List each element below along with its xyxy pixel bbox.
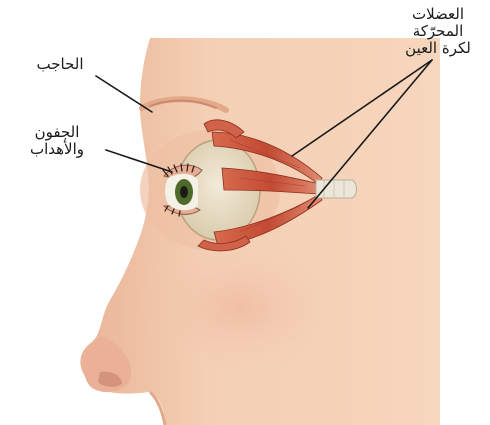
eye-muscles-label-line-1: العضلات — [388, 6, 488, 23]
optic-nerve — [316, 180, 357, 198]
eyelids-label-line-1: الجفون — [8, 124, 106, 141]
eyelids-label: الجفون والأهداب — [8, 124, 106, 158]
eyelids-label-line-2: والأهداب — [8, 141, 106, 158]
eye-muscles-label-line-2: المحرّكة — [388, 23, 488, 40]
eye-muscles-label-line-3: لكرة العين — [388, 40, 488, 57]
pupil — [180, 186, 188, 198]
eye-muscles-label: العضلات المحرّكة لكرة العين — [388, 6, 488, 57]
eyebrow-label: الحاجب — [22, 56, 98, 73]
eyebrow-label-text: الحاجب — [22, 56, 98, 73]
